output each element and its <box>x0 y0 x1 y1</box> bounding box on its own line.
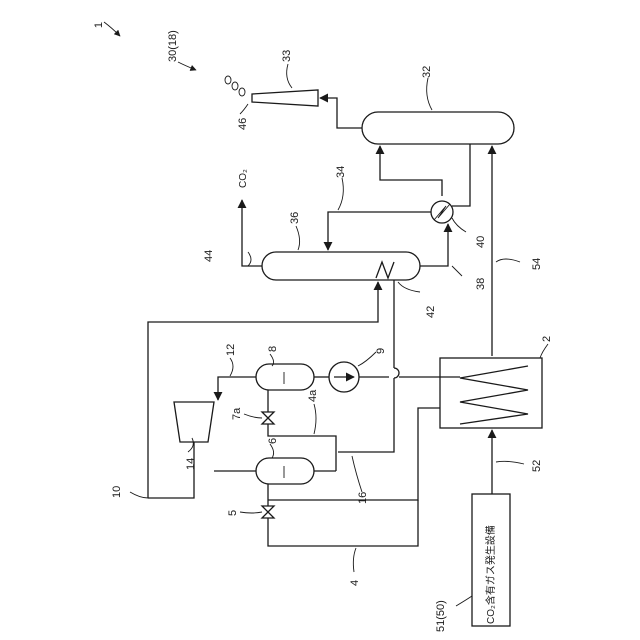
line-4 <box>268 500 418 546</box>
label-pump: 9 <box>375 348 387 354</box>
label-rich-line: 38 <box>475 278 487 290</box>
leader-12 <box>230 358 233 376</box>
label-regen-line: 34 <box>335 166 347 178</box>
leader-32 <box>427 78 432 110</box>
leader-9 <box>358 352 376 366</box>
exchanger-to-absorber-line <box>380 146 442 196</box>
steam-line-12 <box>218 377 256 400</box>
turbine-14 <box>174 402 214 442</box>
leader-6 <box>270 444 274 458</box>
regenerator-vessel <box>262 252 420 280</box>
label-line-16: 16 <box>357 492 369 504</box>
absorber-vessel <box>362 112 514 144</box>
label-stack: 33 <box>281 50 293 62</box>
leader-40 <box>452 218 466 232</box>
leader-33 <box>287 64 292 88</box>
label-flue-line: 54 <box>531 258 543 270</box>
label-exchanger: 40 <box>475 236 487 248</box>
label-valve-top: 7a <box>231 407 243 420</box>
valve-5 <box>262 506 274 518</box>
label-line-52: 52 <box>531 460 543 472</box>
label-source-id: 51(50) <box>435 600 447 632</box>
label-return-line: 10 <box>111 486 123 498</box>
label-regenerator: 36 <box>289 212 301 224</box>
label-emission: 46 <box>237 118 249 130</box>
label-steam-line: 12 <box>225 344 237 356</box>
leader-38 <box>452 266 462 276</box>
label-system: 1 <box>93 22 105 28</box>
leader-44 <box>248 252 251 266</box>
heat-exchanger-2 <box>440 358 542 428</box>
label-reboiler: 42 <box>425 306 437 318</box>
label-heat-exchanger: 2 <box>541 336 553 342</box>
leader-34 <box>338 178 343 210</box>
source-label: CO₂含有ガス発生設備 <box>484 525 497 624</box>
label-line-4a: 4a <box>307 389 319 402</box>
label-co2-line: 44 <box>203 250 215 262</box>
leader-30 <box>178 62 196 70</box>
leader-54 <box>496 259 520 262</box>
label-absorber: 32 <box>421 66 433 78</box>
label-drum-bottom: 6 <box>267 438 279 444</box>
absorber-bottom-line <box>452 144 470 206</box>
leader-1 <box>104 22 120 36</box>
line-4-feed <box>268 408 440 500</box>
emission-puff <box>225 76 231 84</box>
drum-8 <box>256 364 314 390</box>
leader-16 <box>352 456 362 492</box>
absorber-vent-line <box>320 98 362 128</box>
stack <box>252 90 318 106</box>
leader-4a <box>314 404 316 434</box>
leader-10 <box>130 492 148 498</box>
regen-feed-line-34 <box>328 212 431 250</box>
emission-puff <box>239 88 245 96</box>
emission-puff <box>232 82 238 90</box>
co2-outlet-line-44 <box>242 200 262 266</box>
leader-5 <box>240 512 262 513</box>
drum-6 <box>256 458 314 484</box>
label-plant: 30(18) <box>167 30 179 62</box>
label-turbine: 14 <box>185 458 197 470</box>
leader-51 <box>456 596 472 606</box>
leader-46 <box>240 104 248 114</box>
rich-line-38 <box>418 224 448 266</box>
label-line-4: 4 <box>349 580 361 586</box>
leader-4 <box>353 548 356 572</box>
leader-2 <box>540 344 548 358</box>
line-crossover <box>394 368 399 378</box>
label-drum-top: 8 <box>267 346 279 352</box>
label-valve-bottom: 5 <box>227 510 239 516</box>
valve-7a <box>262 412 274 424</box>
leader-36 <box>296 226 300 250</box>
leader-7a <box>244 414 262 418</box>
label-co2: CO₂ <box>238 169 249 188</box>
leader-52 <box>496 461 524 464</box>
leader-42 <box>398 282 420 292</box>
